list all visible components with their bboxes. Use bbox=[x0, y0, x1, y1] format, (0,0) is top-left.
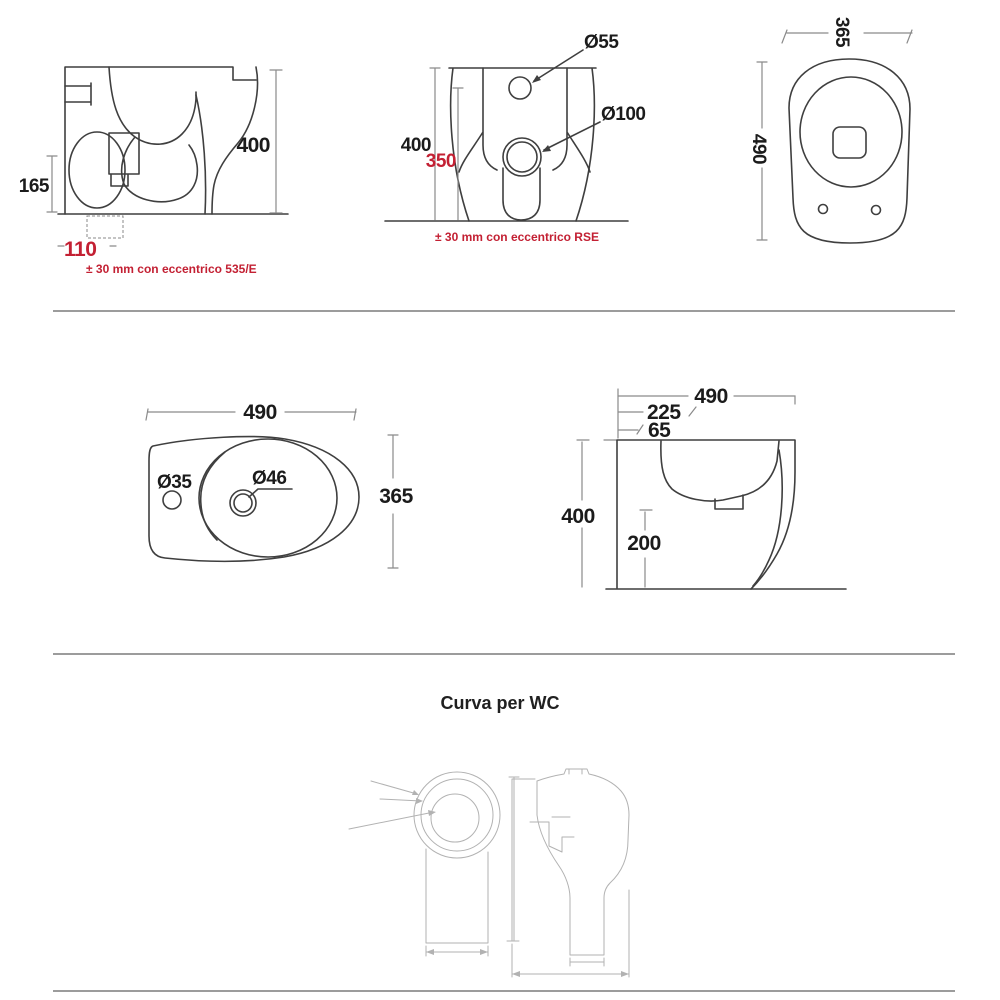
elbow-ring-circle bbox=[420, 778, 494, 852]
dim-225-line bbox=[617, 406, 697, 417]
bidet-rim-oval bbox=[198, 438, 338, 558]
wc-top-depth-label: 490 bbox=[748, 134, 769, 164]
drain-leader bbox=[248, 488, 293, 498]
trap-tube bbox=[502, 167, 541, 221]
dim-400-line bbox=[269, 69, 283, 214]
bidet-side-225-label: 225 bbox=[647, 401, 681, 424]
bidet-side-height-label: 400 bbox=[561, 505, 595, 528]
rear-panel bbox=[458, 67, 591, 173]
dim-outer-arrow-left bbox=[512, 971, 520, 977]
bidet-top-depth-label: 365 bbox=[379, 485, 413, 508]
wc-side-height-label: 400 bbox=[236, 134, 270, 157]
bidet-side-view-drawing: 490 225 65 400 200 bbox=[561, 385, 847, 590]
wc-rear-outlet-diameter-label: Ø100 bbox=[601, 104, 645, 125]
valve-tab-detail bbox=[568, 768, 583, 775]
dim-200-line bbox=[639, 509, 653, 588]
drain-hole-outer bbox=[229, 489, 257, 517]
outlet-hole-outer bbox=[502, 137, 542, 177]
seat-fixing-hole-left bbox=[817, 203, 829, 215]
dim-400-line bbox=[576, 439, 618, 588]
front-thickness-line bbox=[752, 449, 783, 587]
outlet-spigot bbox=[108, 132, 140, 187]
page-bottom-divider bbox=[53, 990, 955, 992]
drain-step bbox=[714, 494, 744, 510]
leader-2-arrowhead bbox=[416, 798, 423, 804]
bidet-top-view-drawing: 490 365 Ø35 Ø46 bbox=[145, 401, 414, 569]
dim-365-line bbox=[387, 434, 399, 569]
bidet-top-width-label: 490 bbox=[243, 401, 277, 424]
dim-165-line bbox=[46, 155, 58, 213]
wc-top-width-label: 365 bbox=[831, 17, 852, 48]
seat-fixing-hole-right bbox=[870, 204, 882, 216]
leader-2 bbox=[379, 798, 422, 802]
curva-side-view-drawing bbox=[506, 768, 630, 978]
outlet-hole-inner bbox=[506, 141, 538, 173]
elbow-pipe-body bbox=[425, 848, 489, 944]
elbow-outer-circle bbox=[413, 771, 501, 859]
dim-left-line bbox=[506, 778, 536, 942]
bowl-rim-oval bbox=[799, 76, 903, 188]
bidet-inner-arc bbox=[199, 451, 226, 541]
inner-step-detail bbox=[529, 816, 575, 853]
trap-curve bbox=[120, 136, 199, 203]
dim-400-line bbox=[429, 67, 441, 221]
bowl-front bbox=[195, 94, 207, 215]
outlet-leader bbox=[543, 121, 601, 151]
dim-350-line bbox=[452, 87, 464, 221]
dim-width-arrow-right bbox=[480, 949, 488, 955]
dim-outer-bottom bbox=[511, 889, 630, 978]
section-divider-1 bbox=[53, 310, 955, 312]
outlet-pipe bbox=[68, 131, 126, 209]
curva-front-view-drawing bbox=[348, 771, 520, 957]
inlet-leader-arrowhead bbox=[532, 75, 541, 83]
wc-rear-height-label: 400 bbox=[401, 135, 431, 156]
dim-490-line bbox=[617, 395, 796, 405]
elbow-inner-circle bbox=[430, 793, 480, 843]
leader-1-arrowhead bbox=[412, 790, 419, 795]
dim-width-arrow-left bbox=[426, 949, 434, 955]
wc-body-outline bbox=[64, 66, 259, 215]
bidet-drain-label: Ø46 bbox=[252, 468, 286, 489]
bowl-cavity bbox=[108, 66, 197, 145]
dim-490-line bbox=[145, 408, 357, 421]
bidet-tap-hole-label: Ø35 bbox=[157, 472, 192, 493]
dim-inner-bottom bbox=[569, 957, 605, 967]
dim-365-line bbox=[781, 29, 913, 44]
dim-width-line bbox=[425, 945, 489, 957]
wc-rear-outline bbox=[448, 67, 597, 222]
bidet-bowl-section bbox=[660, 440, 780, 502]
dim-65-line bbox=[617, 424, 644, 435]
drain-hole-inner bbox=[233, 493, 253, 513]
inlet-hole bbox=[508, 76, 532, 100]
leader-3-arrowhead bbox=[428, 810, 436, 816]
leader-3 bbox=[348, 811, 435, 830]
bidet-side-outline bbox=[616, 439, 796, 590]
wc-top-view-drawing: 365 490 bbox=[748, 17, 913, 244]
wc-rear-drain-height-label: 350 bbox=[426, 151, 456, 172]
section-divider-2 bbox=[53, 653, 955, 655]
bidet-top-outline bbox=[148, 435, 360, 563]
wc-rear-view-drawing: 400 350 Ø55 Ø100 ± 30 mm con eccentrico … bbox=[384, 32, 646, 244]
flush-inlet bbox=[64, 82, 92, 106]
wc-side-outlet-offset-label: 110 bbox=[64, 238, 96, 261]
dim-490-line bbox=[756, 61, 768, 241]
bidet-side-depth-label: 490 bbox=[694, 385, 728, 408]
wc-rear-note: ± 30 mm con eccentrico RSE bbox=[435, 230, 599, 244]
wc-rear-inlet-diameter-label: Ø55 bbox=[584, 32, 619, 53]
curva-section-title: Curva per WC bbox=[440, 693, 560, 713]
wc-top-outline bbox=[788, 58, 911, 244]
bidet-side-200-label: 200 bbox=[627, 532, 661, 555]
wc-side-note: ± 30 mm con eccentrico 535/E bbox=[86, 262, 257, 276]
outlet-leader-arrowhead bbox=[542, 145, 551, 152]
dim-outer-arrow-right bbox=[621, 971, 629, 977]
outlet-zone-dashed bbox=[86, 215, 124, 239]
tap-hole bbox=[162, 490, 182, 510]
wc-side-trap-height-label: 165 bbox=[19, 176, 50, 197]
bidet-side-65-label: 65 bbox=[648, 419, 671, 442]
inlet-leader bbox=[533, 49, 584, 82]
drain-square bbox=[832, 126, 867, 159]
curva-body-outline bbox=[536, 768, 630, 956]
leader-1 bbox=[370, 780, 418, 795]
wc-side-view-drawing: 400 165 110 ± 30 mm con eccentrico 535/E bbox=[19, 66, 289, 276]
